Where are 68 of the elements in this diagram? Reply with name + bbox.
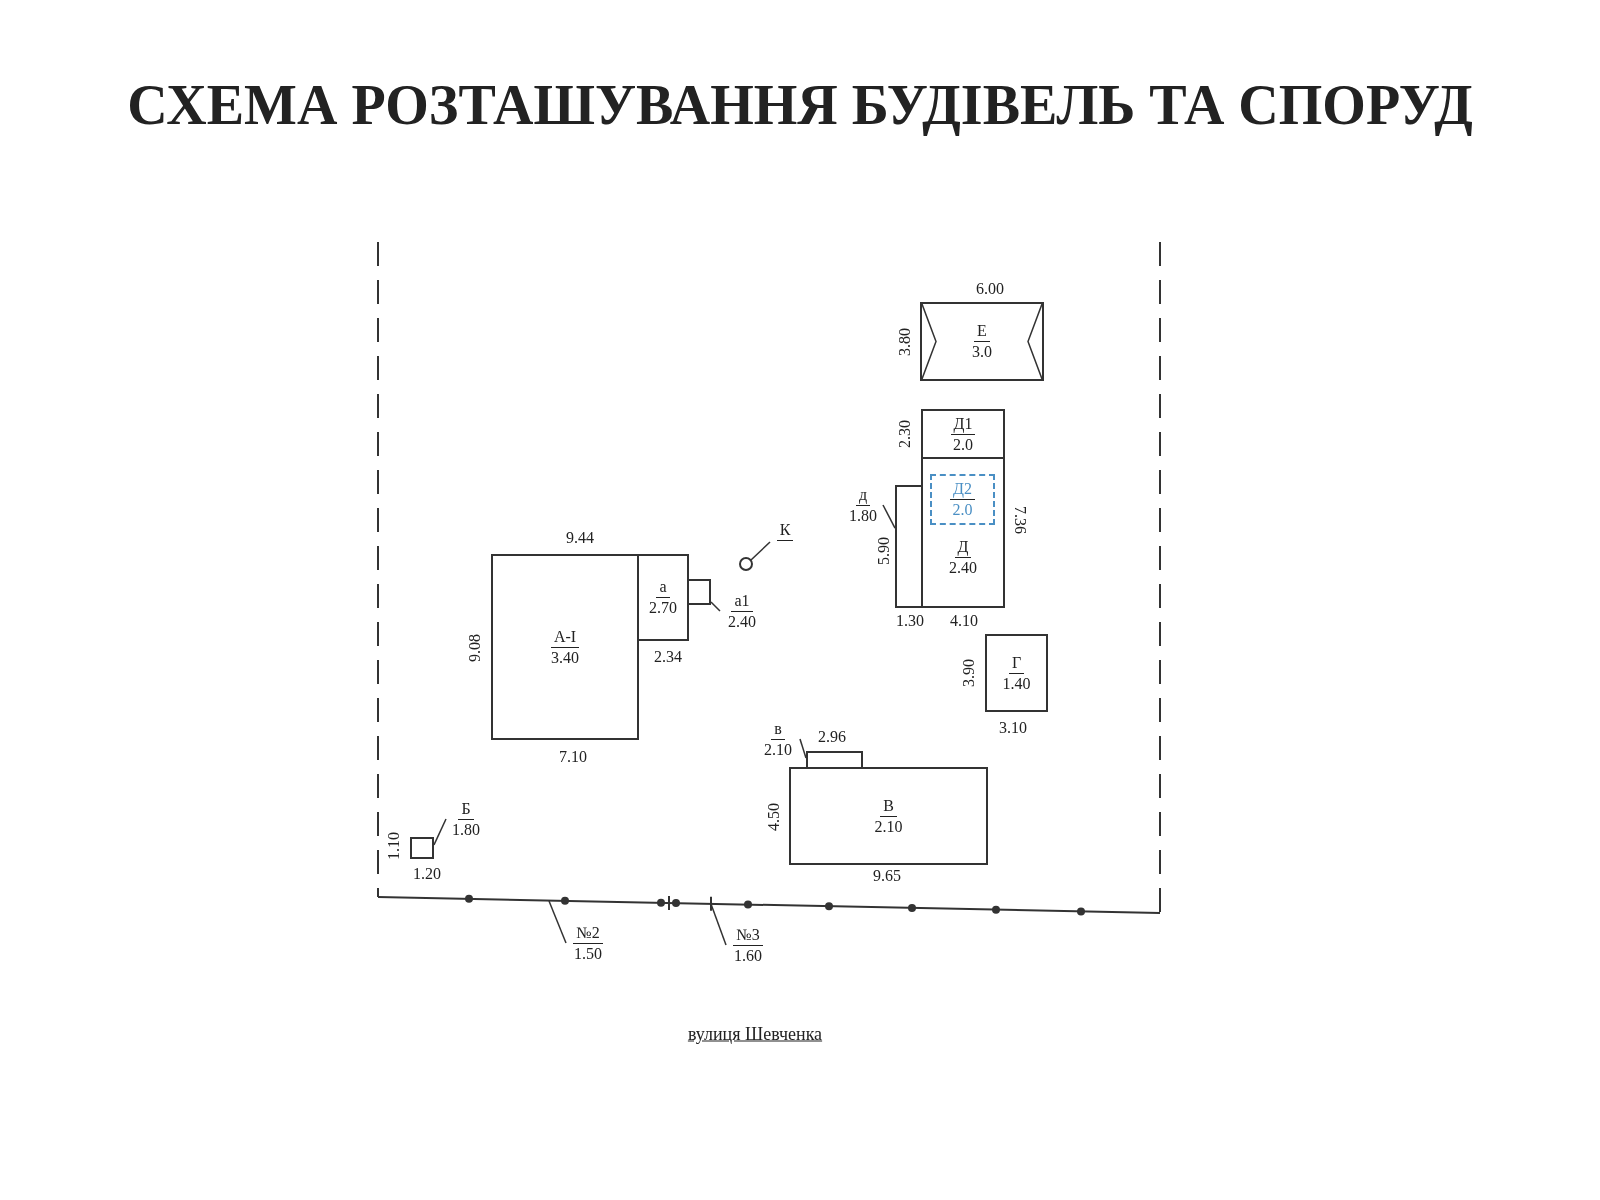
title: СХЕМА РОЗТАШУВАННЯ БУДІВЕЛЬ ТА СПОРУД xyxy=(126,73,1474,138)
height-value: 3.0 xyxy=(971,342,993,362)
leader-line xyxy=(799,738,807,759)
building-letter: В xyxy=(880,795,897,817)
annex-outline xyxy=(687,579,711,605)
leader-line xyxy=(710,903,727,946)
callout-letter: №2 xyxy=(573,922,603,944)
dashed-outline xyxy=(930,474,995,525)
dimension-label: 9.65 xyxy=(873,867,901,885)
dimension-label: 6.00 xyxy=(976,280,1004,298)
building-outline xyxy=(985,634,1048,712)
building-letter: а xyxy=(656,577,670,598)
callout-letter: №3 xyxy=(733,924,763,946)
building-letter: А-І xyxy=(550,626,580,648)
dimension-label: 4.10 xyxy=(950,612,978,630)
height-value: 2.10 xyxy=(873,816,904,837)
building-outline xyxy=(921,457,1005,608)
height-value: 2.0 xyxy=(952,434,974,455)
dimension-label: 3.80 xyxy=(896,328,914,356)
height-value: 2.40 xyxy=(727,611,757,632)
leader-line xyxy=(750,541,771,561)
dimension-label: 3.10 xyxy=(999,719,1027,737)
height-value: 3.40 xyxy=(550,647,580,668)
height-value: 1.60 xyxy=(733,945,763,966)
building-letter: Д2 xyxy=(950,479,975,500)
height-value: 2.70 xyxy=(648,598,678,618)
leader-line xyxy=(548,900,567,944)
building-letter: Г xyxy=(1008,652,1025,674)
building-outline xyxy=(491,554,639,740)
height-value: 2.40 xyxy=(948,558,978,578)
dimension-label: 3.90 xyxy=(960,659,978,687)
callout-letter: Б xyxy=(458,798,474,820)
height-value: 2.10 xyxy=(763,739,793,760)
leader-line xyxy=(710,601,721,612)
dimension-label: 1.20 xyxy=(413,865,441,883)
dimension-label: 9.44 xyxy=(566,529,594,547)
dimension-label: 1.30 xyxy=(896,612,924,630)
callout-letter: К xyxy=(776,519,794,541)
street-name: вулиця Шевченка xyxy=(687,1023,823,1045)
annex-outline xyxy=(895,485,923,608)
dimension-label: 7.36 xyxy=(1011,506,1029,534)
dimension-label: 2.96 xyxy=(818,728,846,746)
callout-letter: а1 xyxy=(731,590,753,612)
height-value: 1.40 xyxy=(1001,673,1032,694)
well-symbol xyxy=(739,557,753,571)
building-outline xyxy=(789,767,988,865)
height-value: 1.80 xyxy=(451,819,481,840)
leader-line xyxy=(433,818,447,846)
annex-outline xyxy=(806,751,863,769)
building-letter: Е xyxy=(974,321,990,342)
leader-line xyxy=(882,504,896,529)
building-outline xyxy=(921,409,1005,459)
height-value: 1.80 xyxy=(848,505,878,526)
building-letter: Д1 xyxy=(950,413,976,435)
dimension-label: 9.08 xyxy=(466,634,484,662)
dimension-label: 4.50 xyxy=(765,803,783,831)
callout-letter: в xyxy=(771,718,785,740)
dimension-label: 7.10 xyxy=(559,748,587,766)
building-outline xyxy=(637,554,689,641)
height-value: 2.0 xyxy=(951,500,974,520)
dimension-label: 5.90 xyxy=(875,537,893,565)
height-value: 1.50 xyxy=(573,943,603,964)
building-letter: Д xyxy=(954,537,972,558)
dimension-label: 2.34 xyxy=(654,648,682,666)
dimension-label: 1.10 xyxy=(385,832,403,860)
annex-outline xyxy=(410,837,434,859)
callout-letter: д xyxy=(855,484,871,506)
dimension-label: 2.30 xyxy=(896,420,914,448)
